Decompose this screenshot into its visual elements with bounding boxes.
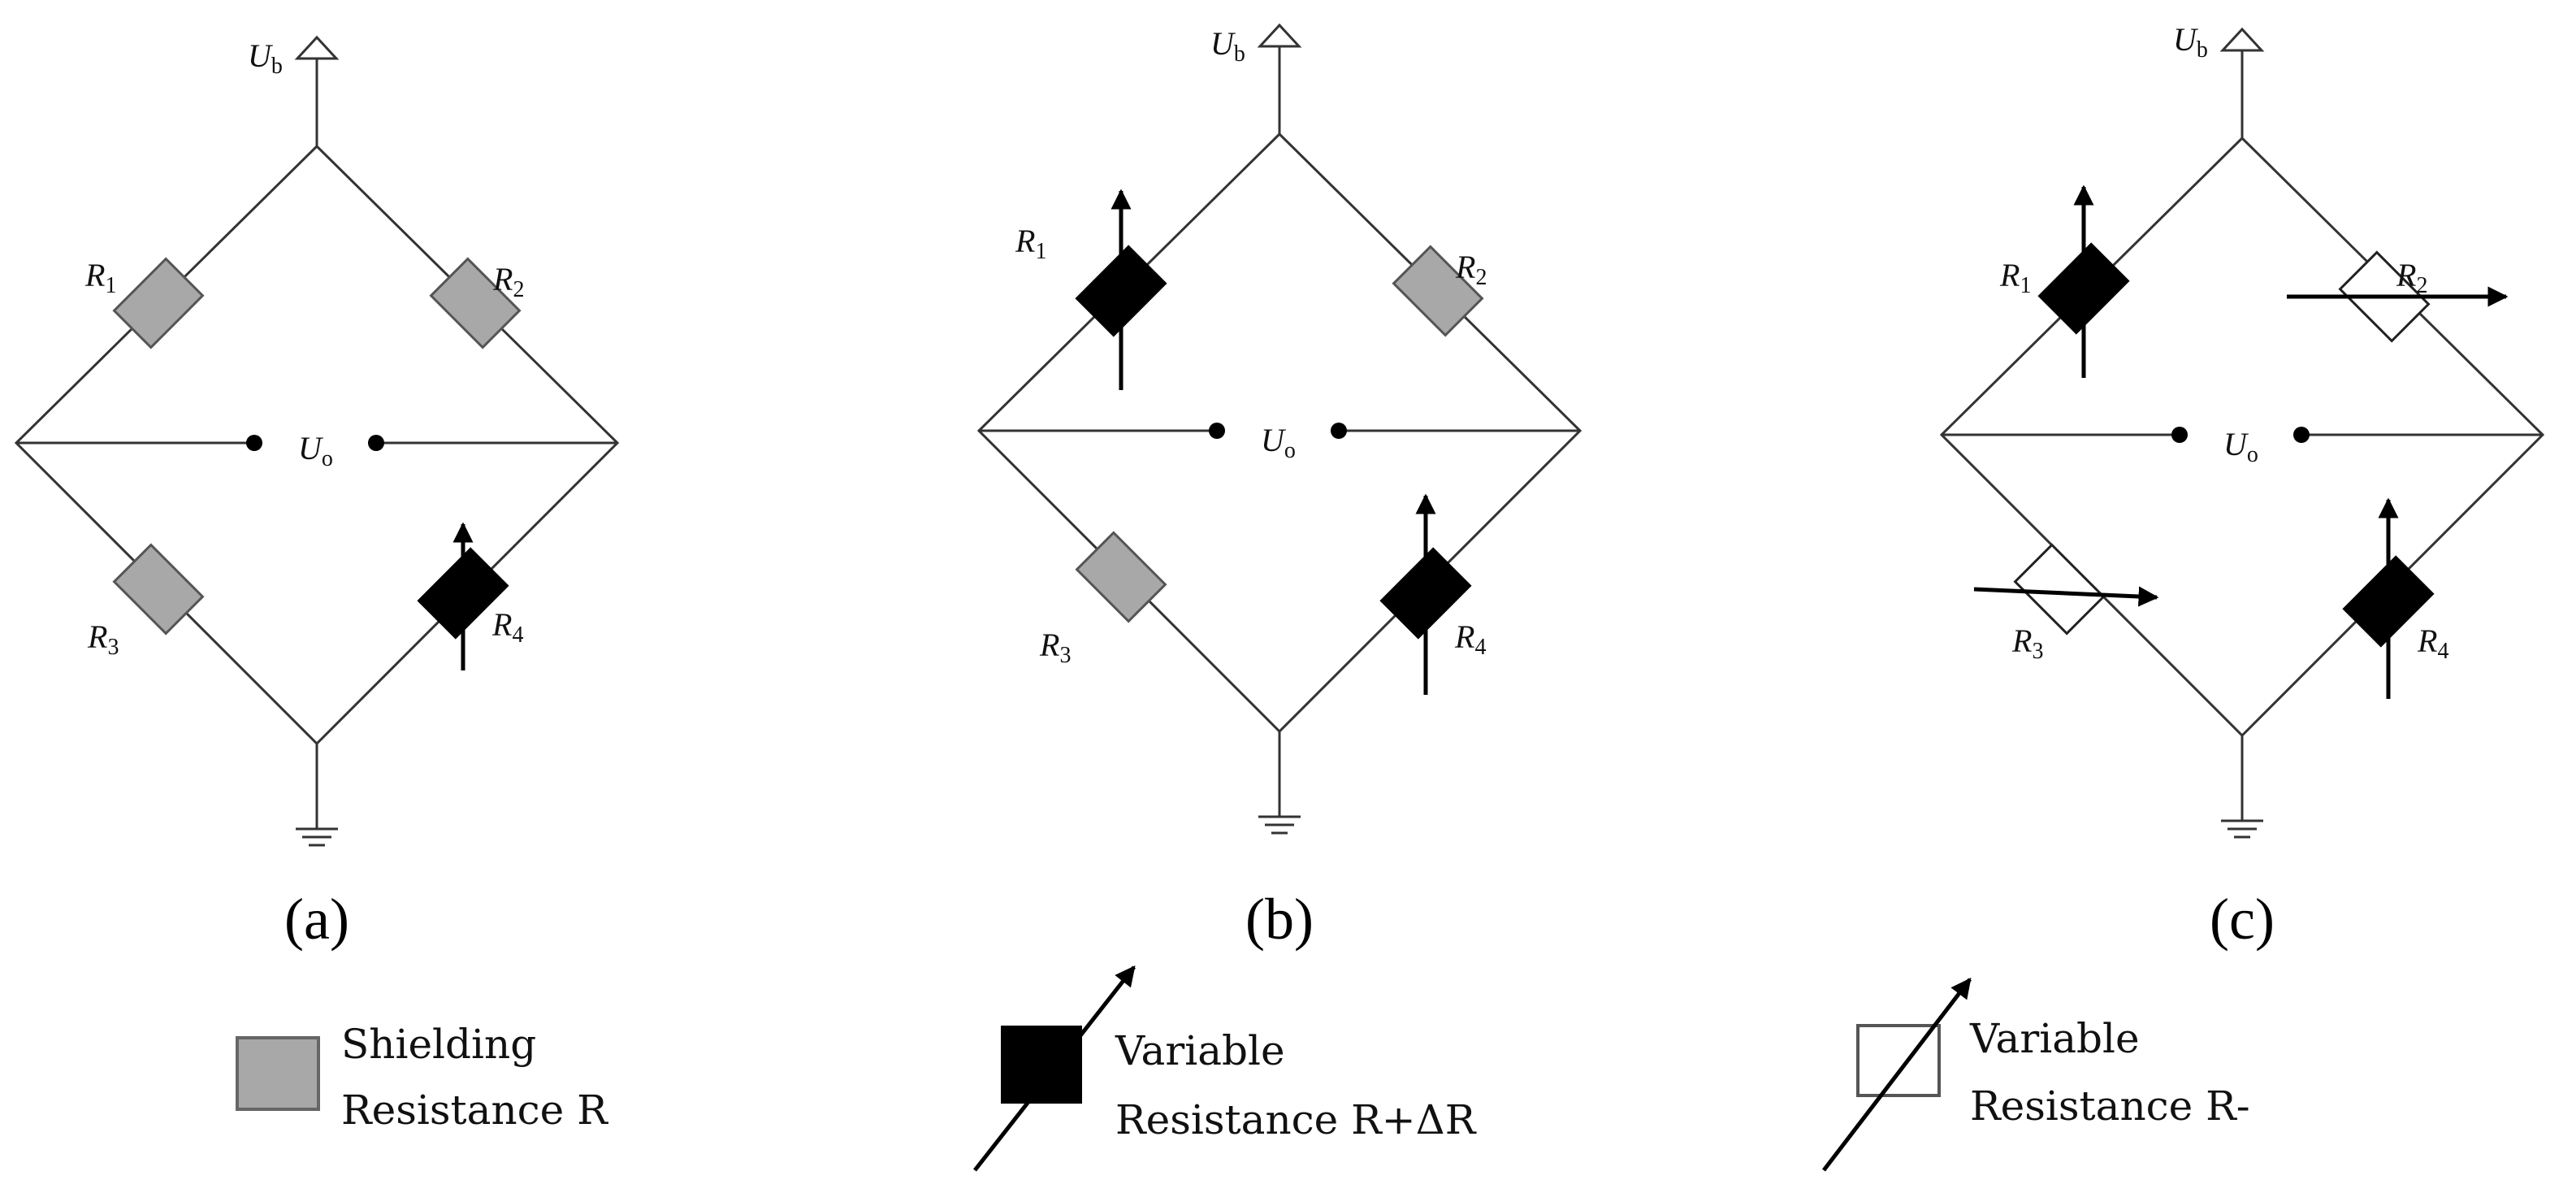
legend-shielding: Shielding Resistance R — [236, 1021, 608, 1134]
output-node-left — [246, 435, 262, 451]
legend-variable-plus-arrow — [973, 965, 1136, 1172]
legend-variable-plus-swatch — [1001, 1026, 1082, 1104]
supply-label: Ub — [1210, 25, 1245, 67]
legend-shielding-swatch — [236, 1036, 320, 1111]
output-label: Uo — [298, 430, 333, 471]
output-node-left — [2171, 427, 2188, 443]
ground-icon — [1258, 815, 1301, 835]
resistor-r2 — [429, 257, 522, 349]
resistor-r3 — [2013, 543, 2106, 636]
output-node-right — [2293, 427, 2310, 443]
r4-label: R4 — [1454, 618, 1486, 660]
resistor-r3 — [1075, 531, 1167, 623]
r3-arrow — [1973, 586, 2159, 607]
panel-label: (b) — [1245, 887, 1314, 952]
ground-icon — [296, 827, 338, 847]
legend-variable-plus-line2: Resistance R+ΔR — [1115, 1096, 1477, 1143]
supply-terminal-icon — [2219, 27, 2265, 52]
resistor-r2 — [1392, 245, 1484, 337]
panel-c: Ub Uo R1 R2 R3 R4 (c) — [1939, 21, 2545, 952]
supply-terminal-icon — [1257, 23, 1302, 48]
legend-variable-minus-arrow — [1822, 978, 1972, 1172]
bridge-wires — [1939, 50, 2545, 821]
r2-label: R2 — [2396, 257, 2427, 298]
legend-variable-minus-line1: Variable — [1969, 1015, 2140, 1062]
legend: Shielding Resistance R Variable Resistan… — [236, 965, 2250, 1172]
legend-variable-plus: Variable Resistance R+ΔR — [973, 965, 1477, 1172]
bridge-wires — [14, 59, 620, 829]
legend-variable-plus-line1: Variable — [1115, 1027, 1285, 1074]
legend-variable-minus: Variable Resistance R- — [1822, 978, 2250, 1172]
output-node-right — [368, 435, 384, 451]
ground-icon — [2221, 819, 2263, 839]
panel-label: (a) — [284, 887, 349, 952]
panel-b: Ub Uo R1 R2 R3 R4 (b) — [976, 23, 1582, 952]
r3-label: R3 — [2011, 623, 2043, 664]
r3-label: R3 — [87, 618, 119, 660]
bridge-wires — [976, 46, 1582, 817]
r4-label: R4 — [2417, 623, 2448, 664]
output-label: Uo — [2223, 426, 2258, 467]
panel-label: (c) — [2210, 887, 2275, 952]
resistor-r1 — [112, 257, 205, 349]
r4-label: R4 — [491, 606, 523, 648]
r2-label: R2 — [492, 261, 524, 302]
supply-label: Ub — [248, 37, 283, 79]
r1-label: R1 — [1015, 223, 1046, 264]
r1-label: R1 — [84, 257, 116, 298]
r3-label: R3 — [1039, 627, 1071, 668]
legend-variable-minus-line2: Resistance R- — [1970, 1082, 2250, 1130]
output-label: Uo — [1261, 422, 1296, 463]
output-node-right — [1331, 423, 1347, 439]
resistor-r3 — [112, 543, 205, 636]
r2-label: R2 — [1455, 249, 1487, 290]
output-node-left — [1209, 423, 1225, 439]
supply-label: Ub — [2173, 21, 2208, 63]
r1-label: R1 — [1999, 257, 2031, 298]
panel-a: Ub Uo R1 R2 R3 R4 (a) — [14, 35, 620, 952]
legend-shielding-line1: Shielding — [341, 1021, 536, 1068]
legend-shielding-line2: Resistance R — [341, 1087, 608, 1134]
supply-terminal-icon — [294, 35, 340, 60]
